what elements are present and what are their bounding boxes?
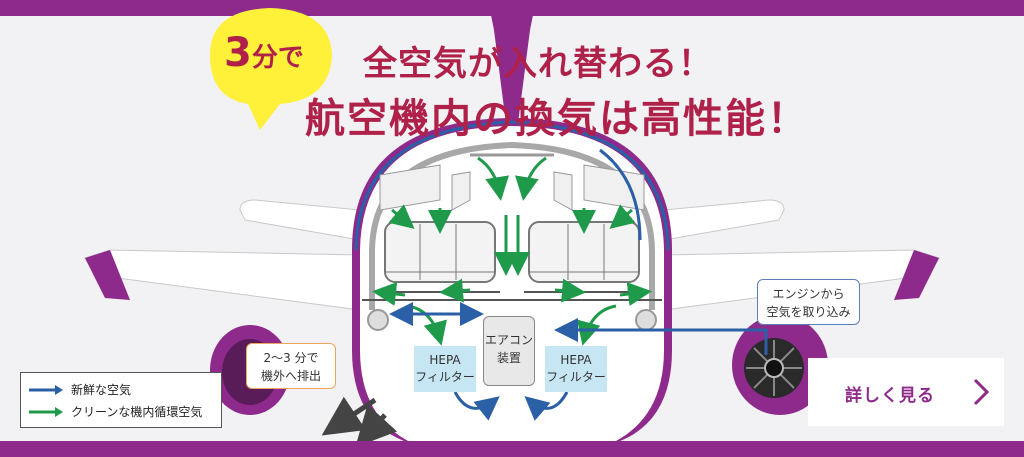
bottom-band — [0, 441, 1024, 457]
right-upper-wing — [663, 199, 785, 241]
aircon-unit: エアコン 装置 — [483, 316, 535, 386]
legend-fresh-air-label: 新鮮な空気 — [71, 383, 132, 397]
exhaust-callout-line1: 2〜3 分で — [263, 351, 319, 365]
hepa-right-label-1: HEPA — [560, 353, 592, 367]
right-seat-row — [528, 221, 640, 283]
details-button[interactable]: 詳しく見る — [808, 358, 1004, 426]
left-wing — [84, 249, 361, 311]
intake-callout-line1: エンジンから — [772, 287, 845, 301]
legend-fresh-air: 新鮮な空気 — [29, 381, 131, 398]
details-button-label: 詳しく見る — [845, 386, 935, 406]
hepa-filter-left: HEPA フィルター — [414, 346, 476, 392]
hepa-right-label-2: フィルター — [546, 370, 606, 384]
bubble-suffix: 分で — [251, 43, 304, 73]
headline-line1: 全空気が入れ替わる！ — [363, 44, 713, 84]
hepa-filter-right: HEPA フィルター — [545, 346, 607, 392]
green-arrow-icon — [29, 406, 63, 417]
intake-callout: エンジンから 空気を取り込み — [757, 279, 860, 325]
right-winglet — [894, 250, 939, 300]
bubble-number: 3 — [224, 30, 252, 76]
legend-clean-air: クリーンな機内循環空気 — [29, 403, 202, 420]
exhaust-callout: 2〜3 分で 機外へ排出 — [246, 343, 336, 389]
legend-clean-air-label: クリーンな機内循環空気 — [71, 405, 203, 419]
left-upper-wing — [239, 199, 361, 241]
headline-line2: 航空機内の換気は高性能！ — [305, 96, 809, 142]
hepa-left-label-2: フィルター — [415, 370, 475, 384]
intake-callout-line2: 空気を取り込み — [766, 305, 851, 319]
left-seat-row — [384, 221, 496, 283]
tail-fin — [488, 0, 536, 170]
bubble-label: 3分で — [224, 30, 324, 76]
highlight-bubble — [210, 8, 332, 130]
left-winglet — [85, 250, 130, 300]
exhaust-callout-line2: 機外へ排出 — [260, 369, 321, 383]
chevron-right-icon — [973, 378, 989, 406]
hepa-left-label-1: HEPA — [429, 353, 461, 367]
legend: 新鮮な空気 クリーンな機内循環空気 — [20, 372, 222, 428]
blue-arrow-icon — [29, 384, 63, 395]
aircon-label-2: 装置 — [496, 351, 521, 365]
aircon-label-1: エアコン — [484, 333, 533, 347]
